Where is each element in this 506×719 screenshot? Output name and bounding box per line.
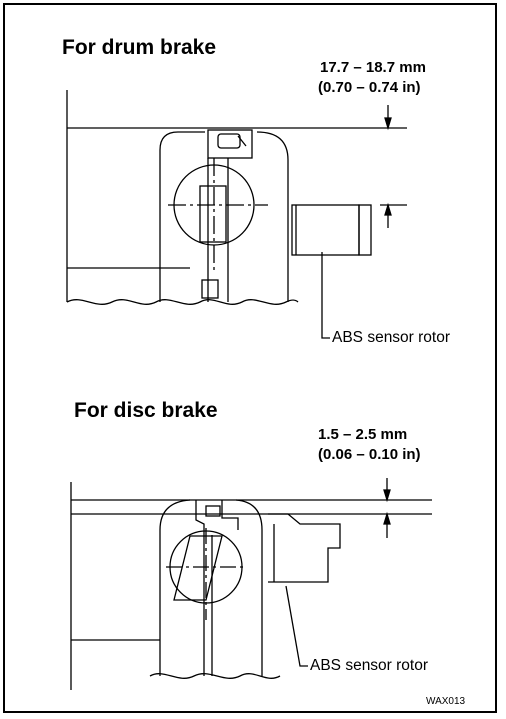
drum-brake-drawing [66, 90, 407, 339]
figure-frame [3, 3, 497, 713]
figure-code: WAX013 [426, 696, 466, 707]
disc-abs-sensor-rotor-label: ABS sensor rotor [310, 657, 429, 674]
drum-abs-sensor-rotor-label: ABS sensor rotor [332, 329, 451, 346]
drum-dimension-mm: 17.7 – 18.7 mm [320, 59, 426, 76]
disc-dimension-mm: 1.5 – 2.5 mm [318, 426, 408, 443]
disc-dimension-in: (0.06 – 0.10 in) [318, 446, 421, 463]
disc-brake-title: For disc brake [74, 399, 218, 422]
drum-dimension-in: (0.70 – 0.74 in) [318, 79, 421, 96]
disc-brake-drawing [70, 478, 432, 690]
drum-brake-title: For drum brake [62, 36, 217, 59]
